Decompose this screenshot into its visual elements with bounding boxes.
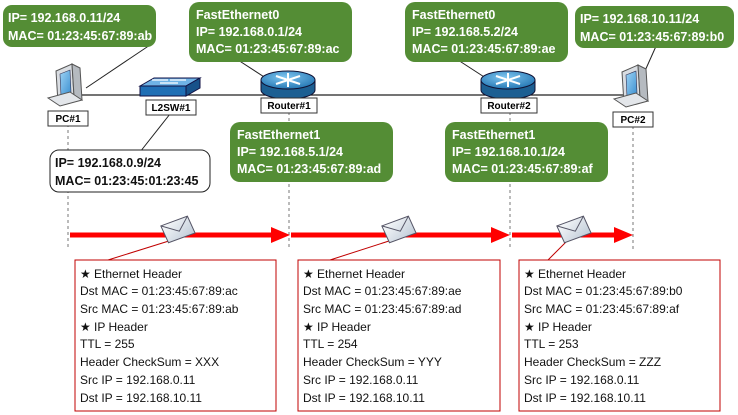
packet-1-dst-ip: Dst IP = 192.168.10.11 [80, 391, 202, 405]
callout-r2-fe0-line3: MAC= 01:23:45:67:89:ae [412, 42, 556, 56]
device-router2: Router#2 [480, 70, 538, 114]
router2-label: Router#2 [487, 101, 531, 112]
callout-router1-fe0: FastEthernet0 IP= 192.168.0.1/24 MAC= 01… [189, 2, 352, 62]
packet-3-star-ethernet: ★ [524, 267, 535, 281]
packet-2-star-ethernet: ★ [303, 267, 314, 281]
packet-box-1: ★ Ethernet Header Dst MAC = 01:23:45:67:… [74, 259, 277, 412]
pc-icon [46, 63, 84, 107]
packet-3-ethernet-header: Ethernet Header [538, 267, 626, 281]
router1-label: Router#1 [267, 101, 311, 112]
packet-3-checksum: Header CheckSum = ZZZ [524, 355, 661, 369]
envelope-icon [160, 215, 196, 244]
packet-2-checksum: Header CheckSum = YYY [303, 355, 442, 369]
packet-3-dst-ip: Dst IP = 192.168.10.11 [524, 391, 646, 405]
device-router1: Router#1 [260, 70, 318, 114]
callout-r1-fe0-line3: MAC= 01:23:45:67:89:ac [196, 42, 340, 56]
pc2-label: PC#2 [620, 115, 645, 126]
device-label-box [47, 110, 89, 127]
packet-1-star-ethernet: ★ [80, 267, 91, 281]
router-icon [480, 70, 536, 100]
packet-1-checksum: Header CheckSum = XXX [80, 355, 219, 369]
callout-pc1-line1: IP= 192.168.0.11/24 [8, 11, 120, 25]
device-pc2: PC#2 [612, 64, 654, 128]
arrow-head-3 [614, 227, 633, 243]
router-icon [260, 70, 316, 100]
device-pc1: PC#1 [46, 63, 89, 127]
packet-1-dst-mac: Dst MAC = 01:23:45:67:89:ac [80, 284, 238, 298]
packet-2-ip-header: IP Header [317, 320, 371, 334]
callout-pc1-line2: MAC= 01:23:45:67:89:ab [8, 29, 153, 43]
packet-2-src-mac: Src MAC = 01:23:45:67:89:ad [303, 302, 461, 316]
packet-1-ethernet-header: Ethernet Header [94, 267, 182, 281]
packet-pointers [107, 239, 569, 261]
callout-r2-fe1-line3: MAC= 01:23:45:67:89:af [452, 162, 594, 176]
callout-pc1: IP= 192.168.0.11/24 MAC= 01:23:45:67:89:… [3, 5, 156, 47]
envelope-icon [381, 215, 417, 244]
packet-3-dst-mac: Dst MAC = 01:23:45:67:89:b0 [524, 284, 683, 298]
arrow-head-2 [491, 227, 510, 243]
packet-3-star-ip: ★ [524, 320, 535, 334]
callout-r1-fe1-line3: MAC= 01:23:45:67:89:ad [237, 162, 381, 176]
packet-2-star-ip: ★ [303, 320, 314, 334]
device-label-box [480, 97, 538, 114]
packet-2-ethernet-header: Ethernet Header [317, 267, 405, 281]
callout-r2-fe1-line1: FastEthernet1 [452, 128, 535, 142]
device-label-box [612, 111, 654, 128]
device-label-box [260, 97, 318, 114]
callout-pc2-line2: MAC= 01:23:45:67:89:b0 [580, 30, 724, 44]
callout-pc2: IP= 192.168.10.11/24 MAC= 01:23:45:67:89… [575, 6, 734, 48]
callout-router2-fe0: FastEthernet0 IP= 192.168.5.2/24 MAC= 01… [405, 2, 568, 62]
packet-3-ip-header: IP Header [538, 320, 592, 334]
callout-router1-fe1: FastEthernet1 IP= 192.168.5.1/24 MAC= 01… [230, 122, 393, 182]
callout-router2-fe1: FastEthernet1 IP= 192.168.10.1/24 MAC= 0… [445, 122, 608, 182]
switch-label: L2SW#1 [152, 103, 191, 114]
callout-r2-fe1-line2: IP= 192.168.10.1/24 [452, 145, 565, 159]
packet-3-src-ip: Src IP = 192.168.0.11 [524, 373, 640, 387]
packet-2-ttl: TTL = 254 [303, 337, 358, 351]
switch-icon [138, 77, 202, 97]
packet-1-src-ip: Src IP = 192.168.0.11 [80, 373, 196, 387]
device-switch: L2SW#1 [138, 77, 202, 116]
callout-switch-line1: IP= 192.168.0.9/24 [55, 156, 161, 170]
packet-1-star-ip: ★ [80, 320, 91, 334]
packet-3-ttl: TTL = 253 [524, 337, 579, 351]
packet-flow-arrows [70, 227, 633, 243]
pc1-label: PC#1 [55, 114, 80, 125]
packet-2-dst-ip: Dst IP = 192.168.10.11 [303, 391, 425, 405]
packet-3-src-mac: Src MAC = 01:23:45:67:89:af [524, 302, 680, 316]
callout-r1-fe1-line2: IP= 192.168.5.1/24 [237, 145, 343, 159]
packet-1-ip-header: IP Header [94, 320, 148, 334]
callout-switch: IP= 192.168.0.9/24 MAC= 01:23:45:01:23:4… [49, 149, 211, 193]
callout-r1-fe1-line1: FastEthernet1 [237, 128, 320, 142]
packet-2-src-ip: Src IP = 192.168.0.11 [303, 373, 419, 387]
callout-r2-fe0-line2: IP= 192.168.5.2/24 [412, 25, 518, 39]
pc-icon [612, 64, 650, 108]
packet-1-src-mac: Src MAC = 01:23:45:67:89:ab [80, 302, 239, 316]
device-label-box [145, 99, 197, 116]
envelope-icon [556, 215, 592, 244]
callout-r1-fe0-line2: IP= 192.168.0.1/24 [196, 25, 302, 39]
packet-box-3: ★ Ethernet Header Dst MAC = 01:23:45:67:… [518, 259, 721, 412]
callout-pc2-line1: IP= 192.168.10.11/24 [580, 12, 699, 26]
packet-1-ttl: TTL = 255 [80, 337, 135, 351]
packet-2-dst-mac: Dst MAC = 01:23:45:67:89:ae [303, 284, 462, 298]
callout-switch-line2: MAC= 01:23:45:01:23:45 [55, 174, 199, 188]
arrow-head-1 [271, 227, 290, 243]
callout-r2-fe0-line1: FastEthernet0 [412, 8, 495, 22]
packet-box-2: ★ Ethernet Header Dst MAC = 01:23:45:67:… [297, 259, 501, 412]
callout-r1-fe0-line1: FastEthernet0 [196, 8, 279, 22]
